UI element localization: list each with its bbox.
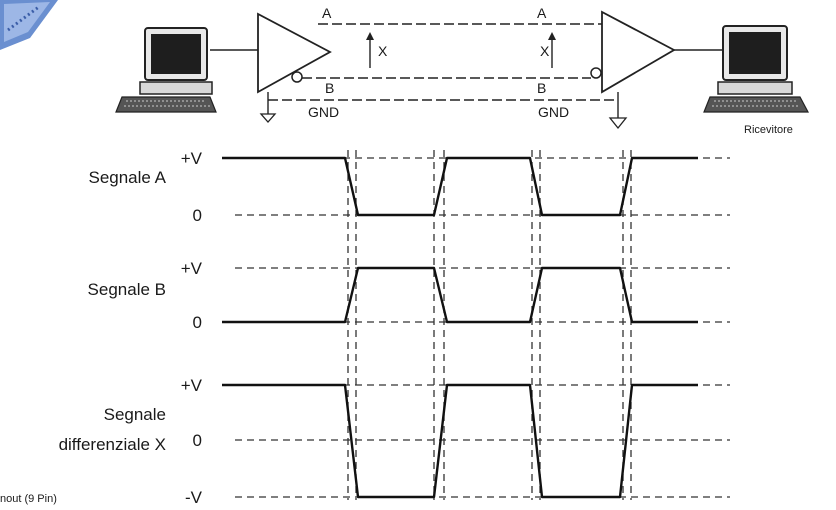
gnd-label-right: GND: [538, 104, 569, 120]
signal-label: Segnale B: [88, 280, 166, 299]
diff-voltage-arrow-right: [548, 32, 556, 68]
signal-label: Segnale: [104, 405, 166, 424]
footer-text: nout (9 Pin): [0, 493, 57, 505]
line-b-label-left: B: [325, 80, 334, 96]
signal-waveform: [222, 383, 698, 499]
level-label: 0: [193, 431, 202, 450]
signal-label: Segnale A: [88, 168, 166, 187]
level-label: 0: [193, 206, 202, 225]
signal-waveform: [222, 266, 698, 324]
level-label: +V: [181, 149, 203, 168]
ground-symbol-left-icon: [259, 113, 277, 123]
computer-transmitter-icon: [115, 27, 217, 113]
x-label-left: X: [378, 43, 388, 59]
level-label: 0: [193, 313, 202, 332]
line-a-label-right: A: [537, 5, 547, 21]
gnd-line: [267, 92, 619, 118]
level-label: +V: [181, 259, 203, 278]
line-a-label-left: A: [322, 5, 332, 21]
line-b-label-right: B: [537, 80, 546, 96]
gnd-label-left: GND: [308, 104, 339, 120]
connector-icon: [0, 0, 58, 50]
signal-waveform: [222, 156, 698, 217]
computer-receiver-icon: [703, 25, 809, 113]
diff-voltage-arrow-left: [366, 32, 374, 68]
line-driver-amplifier: [257, 12, 332, 94]
line-receiver-amplifier: [590, 10, 676, 94]
level-label: +V: [181, 376, 203, 395]
receiver-label: Ricevitore: [744, 124, 793, 136]
signal-label: differenziale X: [59, 435, 166, 454]
ground-symbol-right-icon: [608, 117, 628, 130]
x-label-right: X: [540, 43, 550, 59]
level-label: -V: [185, 488, 203, 505]
